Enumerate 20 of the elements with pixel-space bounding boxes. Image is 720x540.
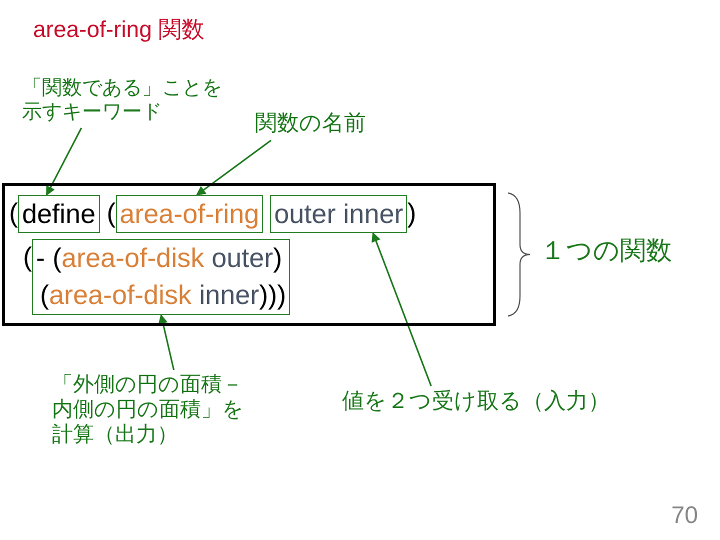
page-number: 70 [671, 502, 698, 530]
leader-arrow [196, 140, 272, 196]
leader-arrow [372, 232, 432, 386]
code-highlight: area-of-ring [116, 195, 264, 233]
leader-arrow [158, 314, 175, 370]
leader-arrow [46, 128, 82, 196]
annotation-text: 値を２つ受け取る（入力） [342, 388, 672, 414]
annotation-text: 関数の名前 [255, 110, 415, 136]
code-text: ) [407, 197, 416, 230]
code-highlight: - (area-of-disk outer) (area-of-disk inner))) [32, 239, 290, 315]
code-text: ( [106, 197, 116, 230]
code-box [2, 183, 496, 326]
code-text: ( [9, 197, 18, 230]
code-highlight: define [18, 195, 100, 233]
brace-label: １つの関数 [540, 235, 710, 266]
annotation-text: 「関数である」ことを示すキーワード [22, 76, 234, 124]
slide-title: area-of-ring 関数 [33, 15, 204, 44]
code-text: ( [23, 241, 32, 274]
code-highlight: outer inner [270, 195, 408, 233]
annotation-text: 「外側の円の面積－内側の円の面積」を計算（出力） [52, 372, 262, 448]
